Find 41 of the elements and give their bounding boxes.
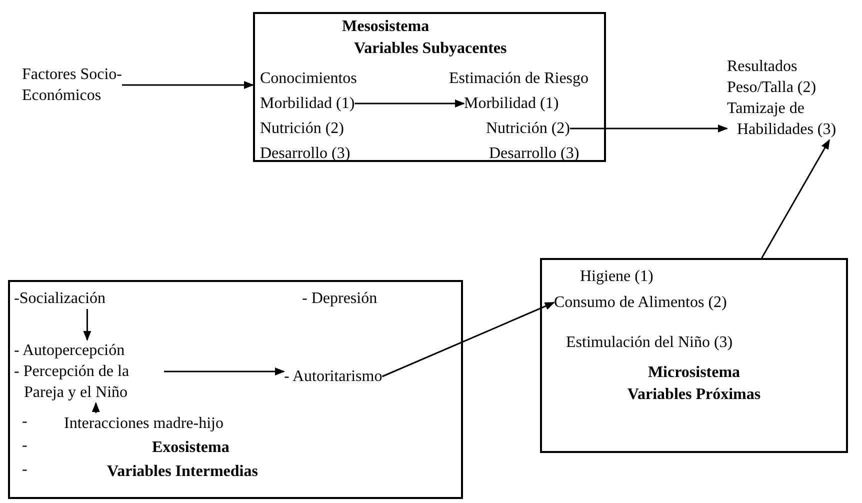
box-heading: Variables Intermedias [107,462,258,482]
variable-text: Consumo de Alimentos (2) [554,292,727,313]
variable-text: - Autopercepción [14,341,126,361]
variable-text: Desarrollo (3) [489,143,580,164]
variable-text: -Socialización [14,288,106,309]
arrow [83,309,92,341]
variable-text: Estimación de Riesgo [449,68,589,89]
variable-text: Peso/Talla (2) [727,78,818,98]
variable-text: Desarrollo (3) [260,143,350,164]
box-heading: Mesosistema [342,17,430,37]
arrow [122,81,254,89]
arrow [354,100,465,108]
variable-text: Conocimientos [260,68,357,89]
arrow [164,368,285,376]
variable-text: Higiene (1) [580,266,654,287]
variable-text: - Depresión [302,288,378,309]
arrow [92,402,100,413]
variable-text: Interacciones madre-hijo [64,413,224,434]
variable-text: Morbilidad (1) [464,93,559,114]
system-box [8,280,463,499]
arrow [570,124,728,132]
variable-text: Resultados [727,57,798,77]
variable-text: Estimulación del Niño (3) [566,332,733,353]
variable-text: - Autoritarismo [284,366,382,387]
arrow [761,139,830,258]
variable-text: Tamizaje de Habilidades (3) [727,99,838,140]
box-heading: Variables Próximas [626,385,762,405]
box-heading: Variables Subyacentes [354,39,507,59]
box-heading: Exosistema [152,438,230,458]
variable-text: Nutrición (2) [260,118,344,139]
variable-text: Morbilidad (1) [260,93,355,114]
list-dash: - [22,412,28,432]
variable-text: Nutrición (2) [486,118,570,139]
arrow [382,302,555,378]
list-dash: - [22,460,28,480]
variable-text: Factores Socio-Económicos [22,64,122,106]
variable-text: - Percepción de la Pareja y el Niño [14,362,130,403]
box-heading: Microsistema [646,363,742,383]
system-box [253,12,606,162]
system-box [540,258,848,453]
list-dash: - [22,436,28,456]
